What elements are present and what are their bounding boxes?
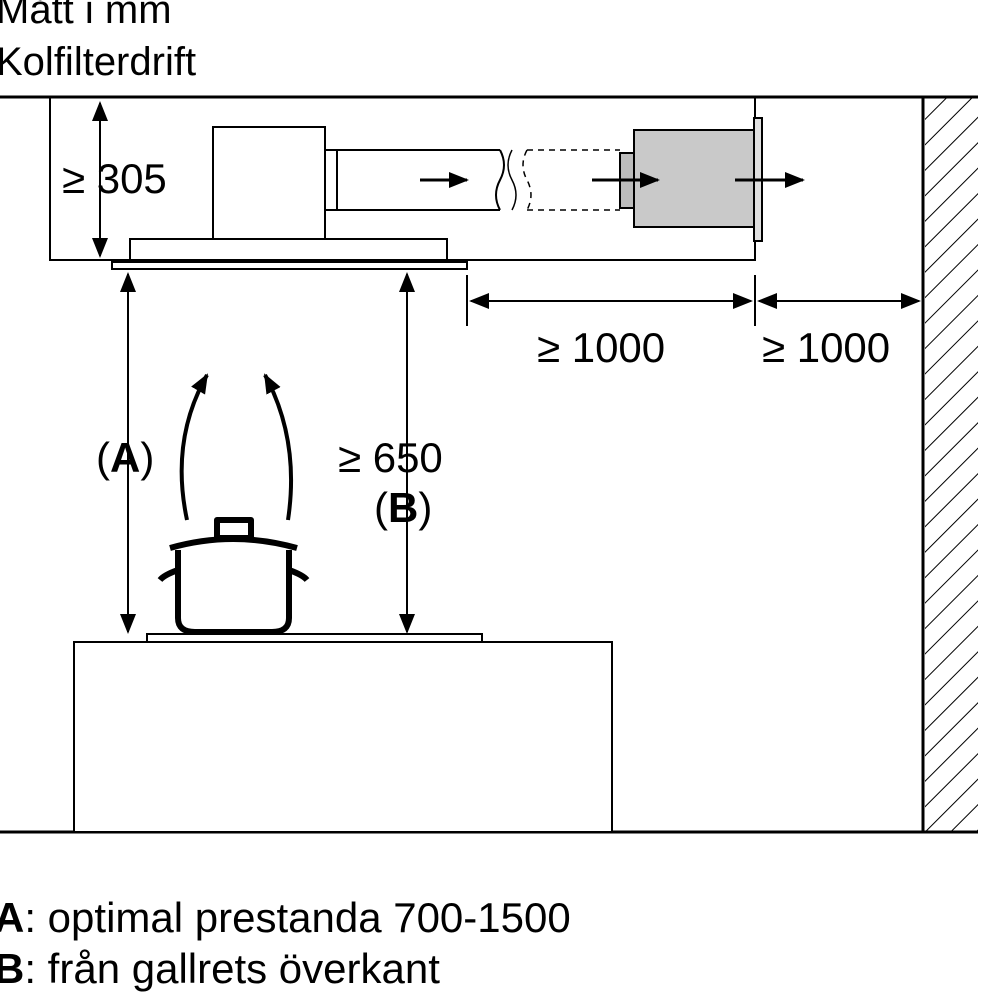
cooking-pot bbox=[157, 517, 310, 635]
legend-item-b: B: från gallrets överkant bbox=[0, 945, 440, 992]
counter-with-hob bbox=[73, 633, 613, 833]
dim-label-1000-right: ≥ 1000 bbox=[762, 324, 890, 371]
dim-label-b: (B) bbox=[374, 484, 432, 531]
wall bbox=[921, 97, 978, 832]
dim-label-1000-left: ≥ 1000 bbox=[537, 324, 665, 371]
steam-arrows bbox=[179, 373, 294, 521]
cooker-hood bbox=[111, 126, 505, 270]
legend-item-a: A: optimal prestanda 700-1500 bbox=[0, 894, 571, 941]
duct-dashed bbox=[507, 149, 620, 211]
units-label: Mått i mm bbox=[0, 0, 172, 32]
dim-label-305: ≥ 305 bbox=[62, 155, 167, 202]
vertical-dimensions bbox=[120, 272, 415, 634]
dim-label-650: ≥ 650 bbox=[338, 434, 443, 481]
mode-label: Kolfilterdrift bbox=[0, 40, 197, 84]
horizontal-dimensions bbox=[466, 275, 921, 326]
dim-label-a: (A) bbox=[96, 434, 154, 481]
